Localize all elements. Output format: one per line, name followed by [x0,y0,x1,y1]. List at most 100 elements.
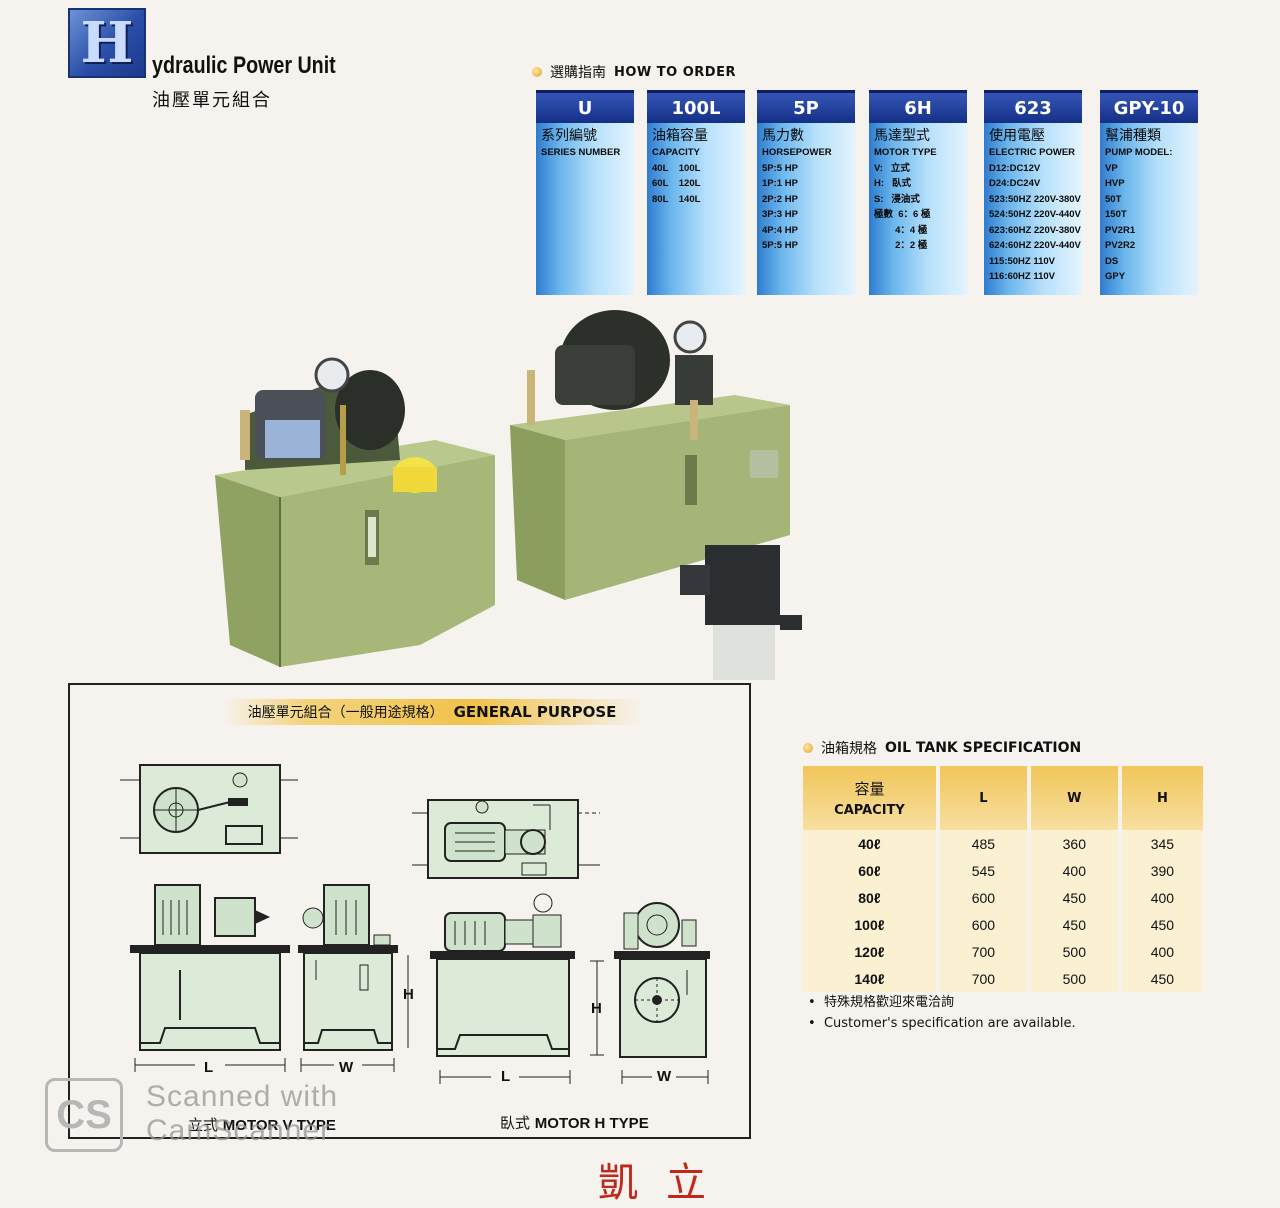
order-option-line: HVP [1105,178,1125,189]
cell-h: 400 [1119,938,1203,965]
order-option-line: S: 浸油式 [874,193,920,205]
cell-cap: 120ℓ [803,938,940,965]
h-type-label: 臥式 MOTOR H TYPE [500,1114,649,1132]
cell-h: 450 [1119,965,1203,992]
dim-label-w: W [339,1059,354,1076]
order-option-line: 115:50HZ 110V [989,255,1056,267]
cell-l: 485 [937,830,1031,857]
cell-l: 600 [937,911,1031,938]
page-subtitle: 油壓單元組合 [152,90,272,111]
camscanner-watermark: Scanned with CamScanner [146,1080,339,1147]
order-code: GPY-10 [1100,90,1198,123]
column-header-w: W [1028,766,1122,830]
order-code: 623 [984,90,1082,123]
page-title: ydraulic Power Unit [152,52,336,79]
order-option-line: 5P:5 HP [762,162,798,174]
brand-logo: H [68,8,146,78]
product-photo-small-unit [215,357,495,667]
order-option-line: PUMP MODEL: [1105,147,1173,158]
order-option-line: 2：2 極 [874,240,928,251]
cell-h: 400 [1119,884,1203,911]
h-type-side-view-diagram [614,902,710,1085]
order-code: U [536,90,634,123]
cell-l: 545 [937,857,1031,884]
dim-label-h-v-type: H [403,986,414,1003]
oil-tank-heading: 油箱規格 OIL TANK SPECIFICATION [803,738,1081,758]
order-option-line: ELECTRIC POWER [989,147,1076,158]
order-option-line: D24:DC24V [989,178,1041,189]
order-option-line: 1P:1 HP [762,178,798,189]
cell-w: 360 [1028,830,1122,857]
v-type-top-view-diagram [120,764,298,854]
cell-w: 450 [1028,911,1122,938]
order-option-line: 60L 120L [652,178,701,189]
product-photo-large-unit [510,310,802,680]
order-option-line: H: 臥式 [874,178,911,189]
order-description-zh: 油箱容量 [652,128,708,144]
order-option-line: HORSEPOWER [762,147,832,158]
order-option-line: CAPACITY [652,147,700,158]
order-code: 5P [757,90,855,123]
order-option-line: 3P:3 HP [762,209,798,220]
order-option-line: SERIES NUMBER [541,147,621,158]
cell-cap: 140ℓ [803,965,940,992]
cell-l: 700 [937,938,1031,965]
order-option-line: 2P:2 HP [762,193,798,205]
order-column-1: U 系列編號 SERIES NUMBER [536,90,634,295]
column-header-l: L [937,766,1031,830]
order-description-zh: 使用電壓 [989,128,1045,144]
order-description-zh: 幫浦種類 [1105,128,1161,144]
order-code: 6H [869,90,967,123]
order-description-zh: 馬達型式 [874,128,930,144]
cell-l: 600 [937,884,1031,911]
camscanner-logo-icon: CS [45,1078,123,1152]
order-option-line: MOTOR TYPE [874,147,937,158]
general-purpose-title: 油壓單元組合（一般用途規格）GENERAL PURPOSE [222,699,642,725]
cell-h: 390 [1119,857,1203,884]
cell-l: 700 [937,965,1031,992]
order-option-line: PV2R1 [1105,224,1136,236]
order-option-line: GPY [1105,271,1126,282]
order-code: 100L [647,90,745,123]
order-option-line: D12:DC12V [989,162,1041,174]
order-option-line: 40L 100L [652,162,701,174]
cell-cap: 40ℓ [803,830,940,857]
order-option-line: 624:60HZ 220V-440V [989,240,1081,251]
order-option-line: 116:60HZ 110V [989,271,1056,282]
cell-w: 500 [1028,965,1122,992]
order-option-line: 4P:4 HP [762,224,798,236]
order-option-line: 極數 6：6 極 [874,209,931,220]
cell-cap: 100ℓ [803,911,940,938]
order-option-line: 4：4 極 [874,224,928,236]
note-en: • Customer's specification are available… [808,1016,1076,1031]
order-option-line: PV2R2 [1105,240,1136,251]
how-to-order-heading: 選購指南 HOW TO ORDER [532,62,736,82]
dim-label-h-h-type: H [591,1000,602,1017]
v-type-label: 立式 MOTOR V TYPE [188,1116,336,1134]
cell-h: 450 [1119,911,1203,938]
note-zh: • 特殊規格歡迎來電洽詢 [808,995,954,1010]
cell-w: 500 [1028,938,1122,965]
dim-label-l-h-type: L [501,1068,511,1085]
order-option-line: 50T [1105,193,1122,205]
cell-h: 345 [1119,830,1203,857]
h-type-top-view-diagram [412,799,600,879]
order-option-line: 5P:5 HP [762,240,798,251]
h-type-front-view-diagram [430,893,604,1085]
order-description-zh: 系列編號 [541,128,597,144]
